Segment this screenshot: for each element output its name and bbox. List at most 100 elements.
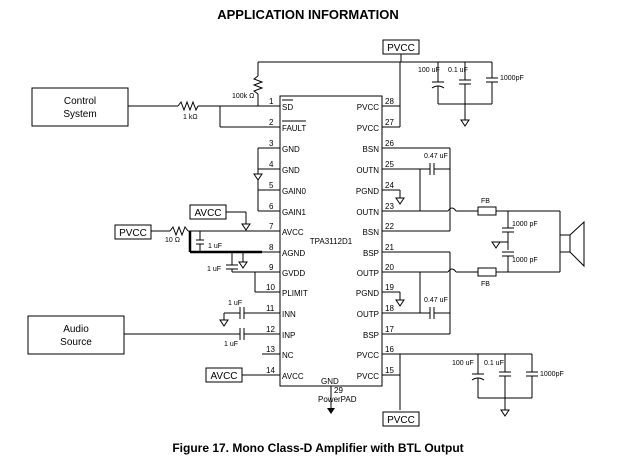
ground-arrow-agnd (238, 261, 248, 269)
pvcc-left-label: PVCC (119, 228, 147, 239)
pin-11: 11 INN (262, 304, 296, 319)
cap-bot-3-value: 1000pF (540, 371, 564, 378)
pin-name: INN (282, 310, 296, 319)
pin-number: 23 (385, 202, 394, 211)
fb-top-label: FB (481, 198, 490, 205)
pin-name: PVCC (357, 351, 379, 360)
figure-caption: Figure 17. Mono Class-D Amplifier with B… (172, 441, 463, 455)
pin-name: AVCC (282, 228, 304, 237)
pin-5: 5 GAIN0 (262, 181, 307, 196)
pin-21: 21 BSP (363, 243, 400, 258)
ic-part-number: TPA3112D1 (310, 237, 353, 246)
pin-number: 12 (266, 325, 275, 334)
pin-name: PGND (356, 289, 379, 298)
pin-number: 11 (266, 304, 275, 313)
pin-2: 2 FAULT (262, 118, 306, 133)
pin-number: 2 (269, 118, 274, 127)
pin-3: 3 GND (262, 139, 300, 154)
pin-name: FAULT (282, 124, 306, 133)
speaker-icon (559, 234, 571, 253)
pin-10: 10 PLIMIT (262, 283, 308, 298)
ground-arrow-pgnd-19 (395, 299, 405, 307)
pvcc-left-box (114, 224, 152, 240)
pin-name: GAIN1 (282, 208, 307, 217)
ic-pad-number: 29 (334, 386, 343, 395)
r-pullup-value: 100k Ω (232, 93, 254, 100)
cap-bot-2-value: 0.1 uF (484, 360, 504, 367)
ferrite-bead-top (477, 206, 497, 216)
pin-name: OUTP (357, 269, 379, 278)
r-avcc-value: 10 Ω (165, 237, 180, 244)
pin-name: GAIN0 (282, 187, 307, 196)
pvcc-bottom-box (382, 411, 420, 427)
pin-8: 8 AGND (262, 243, 305, 258)
pin-name: OUTN (356, 208, 379, 217)
pin-number: 3 (269, 139, 274, 148)
pin-name: GND (282, 145, 300, 154)
control-system-label-line2: System (63, 109, 96, 120)
pin-24: 24 PGND (356, 181, 400, 196)
pin-1: 1 SD (262, 97, 293, 112)
pin-name: BSP (363, 331, 379, 340)
resistor-avcc (169, 225, 189, 237)
pin-17: 17 BSP (363, 325, 400, 340)
cap-bot-1-value: 100 uF (452, 360, 474, 367)
pin-27: 27 PVCC (357, 118, 400, 133)
ground-arrow-pgnd-24 (395, 197, 405, 205)
bottom-cap-ground-arrow (500, 409, 510, 417)
pin-16: 16 PVCC (357, 345, 400, 360)
pin-number: 20 (385, 263, 394, 272)
pin-number: 10 (266, 283, 275, 292)
pin-25: 25 OUTN (356, 160, 400, 175)
right-pins: 28 PVCC 27 PVCC 26 BSN 25 OUTN 24 PGND 2… (356, 97, 400, 381)
ground-arrow-gnd (253, 173, 263, 181)
pin-name: PVCC (357, 103, 379, 112)
pin-number: 16 (385, 345, 394, 354)
pin-name: GND (282, 166, 300, 175)
pin-number: 24 (385, 181, 394, 190)
pin-number: 5 (269, 181, 274, 190)
pin-number: 27 (385, 118, 394, 127)
ic-powerpad-label: PowerPAD (318, 395, 357, 404)
pin-12: 12 INP (262, 325, 295, 340)
pin-name: NC (282, 351, 294, 360)
control-system-block (31, 87, 129, 127)
c-agnd-value: 1 uF (208, 243, 222, 250)
pin-number: 7 (269, 222, 274, 231)
pin-name: PLIMIT (282, 289, 308, 298)
pin-name: PVCC (357, 372, 379, 381)
pin-number: 28 (385, 97, 394, 106)
pin-number: 8 (269, 243, 274, 252)
pin-name: GVDD (282, 269, 305, 278)
pin-number: 22 (385, 222, 394, 231)
pin-name: INP (282, 331, 295, 340)
pin-number: 19 (385, 283, 394, 292)
pin-14: 14 AVCC (262, 366, 304, 381)
r-ctrl-value: 1 kΩ (183, 114, 198, 121)
top-cap-ground-arrow (460, 119, 470, 127)
pin-name: AGND (282, 249, 305, 258)
pin-number: 4 (269, 160, 274, 169)
pin-7: 7 AVCC (262, 222, 304, 237)
pin-4: 4 GND (262, 160, 300, 175)
c-gvdd-value: 1 uF (207, 266, 221, 273)
pin-number: 21 (385, 243, 394, 252)
ic-gnd-arrow (327, 408, 335, 414)
pin-28: 28 PVCC (357, 97, 400, 112)
pin-26: 26 BSN (363, 139, 400, 154)
pin-number: 9 (269, 263, 274, 272)
avcc-1-label: AVCC (194, 208, 221, 219)
pin-number: 6 (269, 202, 274, 211)
audio-source-label-line1: Audio (63, 324, 89, 335)
pin-23: 23 OUTN (356, 202, 400, 217)
pin-name: OUTP (357, 310, 379, 319)
pin-number: 15 (385, 366, 394, 375)
cap-top-1-value: 100 uF (418, 67, 440, 74)
pvcc-top-label: PVCC (387, 43, 415, 54)
resistor-pullup (252, 75, 264, 95)
left-pins: 1 SD 2 FAULT 3 GND 4 GND 5 GAIN0 6 GAIN1… (262, 97, 308, 381)
wire-crossover (447, 268, 457, 273)
pin-name: BSP (363, 249, 379, 258)
pin-name: BSN (363, 228, 380, 237)
pin-18: 18 OUTP (357, 304, 400, 319)
